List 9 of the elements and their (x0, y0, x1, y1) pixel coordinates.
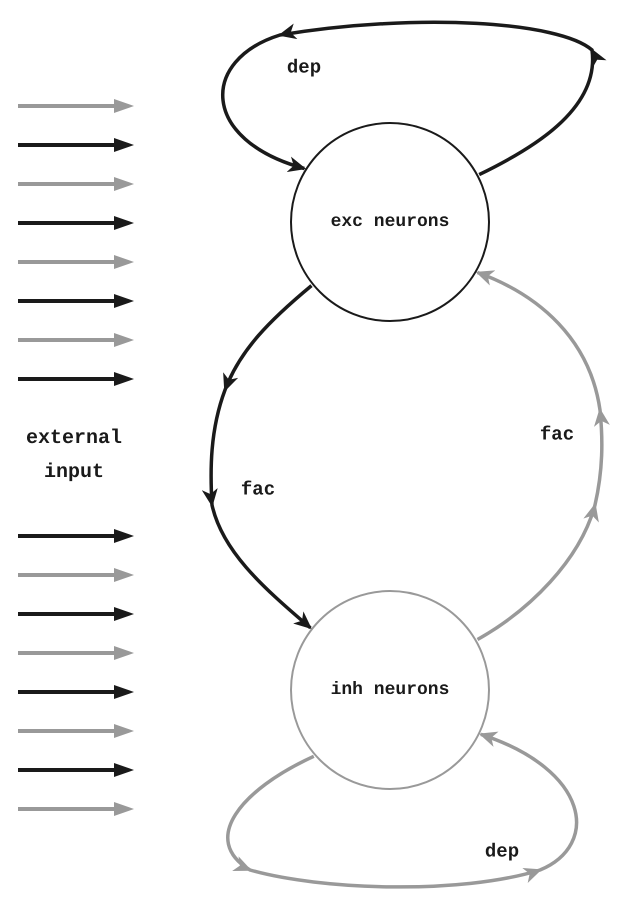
arrow (202, 284, 313, 630)
arrow (220, 20, 606, 176)
edge-label: dep (284, 58, 324, 78)
input-label: external input (24, 426, 123, 486)
arrow (226, 732, 578, 889)
edge-label: dep (482, 842, 522, 862)
node-label: inh neurons (330, 678, 450, 702)
arrow (476, 270, 610, 641)
node-label: exc neurons (330, 210, 450, 234)
